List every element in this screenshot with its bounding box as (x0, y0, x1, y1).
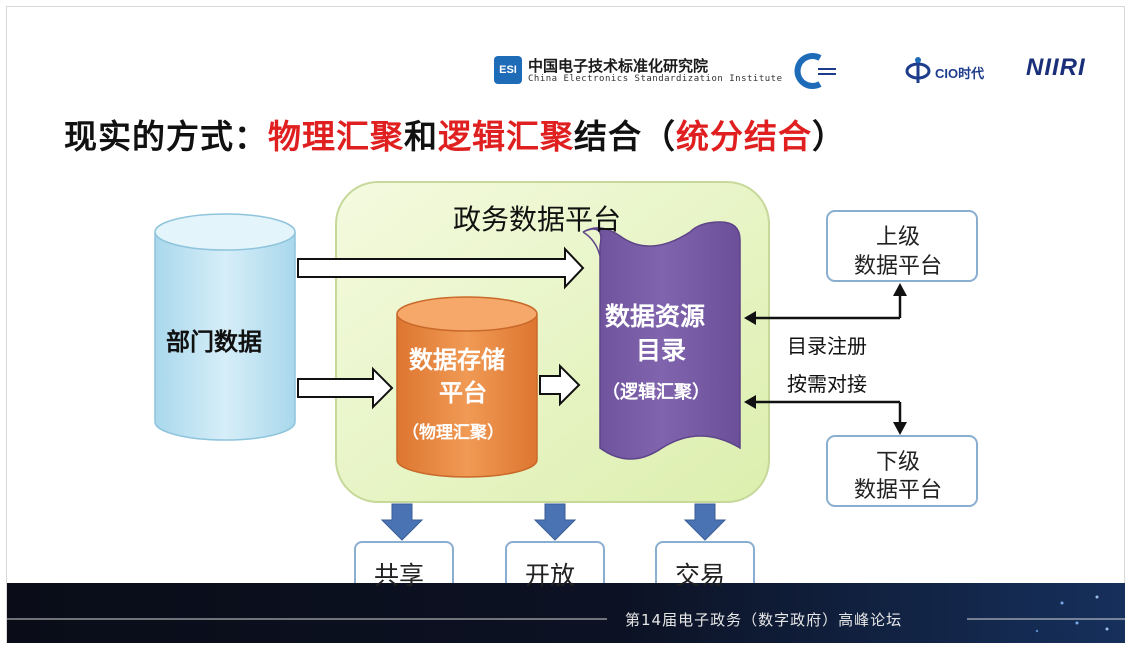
open-down-arrow (533, 503, 577, 541)
page-title: 现实的方式：物理汇聚和逻辑汇聚结合（统分结合） (64, 110, 846, 158)
lower-platform-line2: 数据平台 (854, 478, 943, 503)
institute-name-cn: 中国电子技术标准化研究院 (528, 57, 709, 75)
title-part-3: 和 (404, 117, 438, 156)
footer-band (7, 583, 1125, 643)
upper-platform-box (826, 210, 978, 282)
storage-label-line2: 平台 (439, 378, 487, 407)
cesa-logo-icon (794, 53, 836, 89)
storage-label-line1: 数据存储 (409, 345, 505, 374)
upper-platform-line2: 数据平台 (854, 254, 943, 279)
footer-decoration (7, 583, 1125, 643)
esi-badge-text: ESI (499, 64, 517, 76)
lower-platform-line1: 下级 (876, 450, 921, 475)
catalog-register-label: 目录注册 (787, 334, 867, 358)
upper-platform-line1: 上级 (876, 225, 921, 250)
upper-connector (752, 294, 902, 320)
storage-to-catalog-arrow (539, 363, 581, 407)
catalog-label-line1: 数据资源 (605, 302, 706, 331)
trade-label: 交易 (675, 561, 726, 590)
platform-title: 政务数据平台 (453, 203, 622, 236)
esi-logo-icon: ESI (494, 56, 522, 84)
dept-data-label: 部门数据 (166, 328, 262, 356)
footer-forum-text: 第14届电子政务（数字政府）高峰论坛 (625, 611, 903, 629)
dept-to-catalog-arrow (297, 246, 585, 290)
title-part-4: 逻辑汇聚 (438, 117, 574, 156)
title-part-5: 结合（ (574, 117, 676, 156)
catalog-sub-label: （逻辑汇聚） (602, 382, 710, 403)
data-storage-cylinder (396, 296, 538, 478)
cio-logo-icon (905, 57, 931, 83)
storage-sub-label: （物理汇聚） (402, 423, 504, 443)
share-label: 共享 (374, 561, 425, 590)
on-demand-docking-label: 按需对接 (787, 372, 867, 396)
title-part-7: ） (812, 117, 846, 156)
data-catalog-scroll (582, 221, 741, 460)
share-down-arrow (380, 503, 424, 541)
title-part-2: 物理汇聚 (268, 117, 404, 156)
niiri-logo-text: NIIRI (1026, 54, 1086, 81)
dept-to-storage-arrow (297, 366, 394, 410)
trade-down-arrow (683, 503, 727, 541)
institute-name-en: China Electronics Standardization Instit… (528, 74, 783, 84)
dept-data-cylinder (154, 213, 296, 441)
cio-logo-text: CIO时代 (935, 66, 985, 81)
catalog-label-line2: 目录 (636, 336, 687, 365)
lower-connector (752, 400, 902, 424)
title-part-6: 统分结合 (676, 117, 812, 156)
open-label: 开放 (525, 561, 576, 590)
lower-platform-box (826, 435, 978, 507)
title-part-1: 现实的方式： (64, 117, 268, 156)
